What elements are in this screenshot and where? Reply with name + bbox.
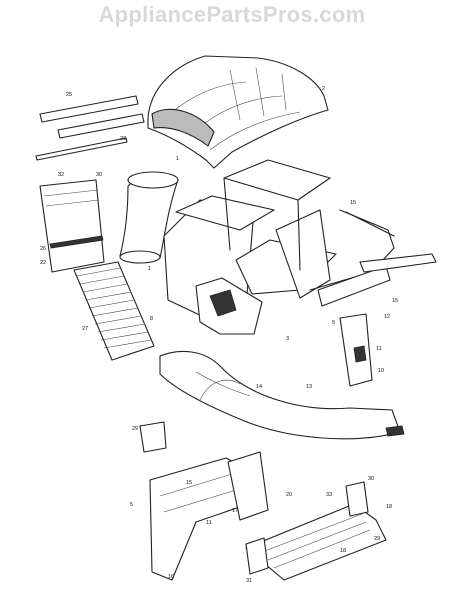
- small-bracket: [139, 421, 167, 453]
- callout-10: 10: [378, 368, 384, 374]
- callout-19: 18: [386, 504, 392, 510]
- callout-13: 12: [384, 314, 390, 320]
- adapter-housing: [195, 277, 263, 335]
- callout-5b: 5: [130, 502, 133, 508]
- watermark-logo: AppliancePartsPros.com: [98, 2, 366, 27]
- callout-33: 33: [326, 492, 332, 498]
- callout-21: 22: [40, 260, 46, 266]
- callout-15: 14: [256, 384, 262, 390]
- rear-bumper: [245, 481, 387, 581]
- callout-12: 11: [376, 346, 382, 352]
- callout-18: 17: [232, 508, 238, 514]
- callout-32: 32: [58, 172, 64, 178]
- upper-chute: [119, 171, 179, 264]
- callout-24: 25: [66, 92, 72, 98]
- callout-labels: 25 23 2 1 32 30 1 26 22 27 15 15 8 3 12 …: [40, 86, 398, 584]
- callout-17: 16: [168, 574, 174, 580]
- callout-3: 3: [286, 336, 289, 342]
- callout-12b: 11: [206, 520, 212, 526]
- callout-1: 1: [148, 266, 151, 272]
- lower-hose: [159, 350, 405, 440]
- callout-30b: 30: [368, 476, 374, 482]
- callout-31: 31: [246, 578, 252, 584]
- chute-cover: [147, 55, 329, 169]
- callout-2: 2: [322, 86, 325, 92]
- frame-tube: [39, 179, 105, 273]
- callout-16: 15: [186, 480, 192, 486]
- callout-11: 15: [350, 200, 356, 206]
- callout-14: 13: [306, 384, 312, 390]
- callout-25: 26: [40, 246, 46, 252]
- callout-8: 8: [150, 316, 153, 322]
- flexible-hose: [73, 261, 155, 361]
- callout-11b: 15: [392, 298, 398, 304]
- callout-20: 20: [286, 492, 292, 498]
- callout-5: 5: [332, 320, 335, 326]
- callout-26: 27: [82, 326, 88, 332]
- callout-22: 23: [120, 136, 126, 142]
- callout-1-top: 1: [176, 156, 179, 162]
- callout-19b: 18: [340, 548, 346, 554]
- mount-brackets: [317, 253, 437, 387]
- callout-29: 29: [374, 536, 380, 542]
- callout-27: 29: [132, 426, 138, 432]
- mount-frame: [149, 451, 269, 581]
- strip-parts: [35, 95, 145, 161]
- callout-30: 30: [96, 172, 102, 178]
